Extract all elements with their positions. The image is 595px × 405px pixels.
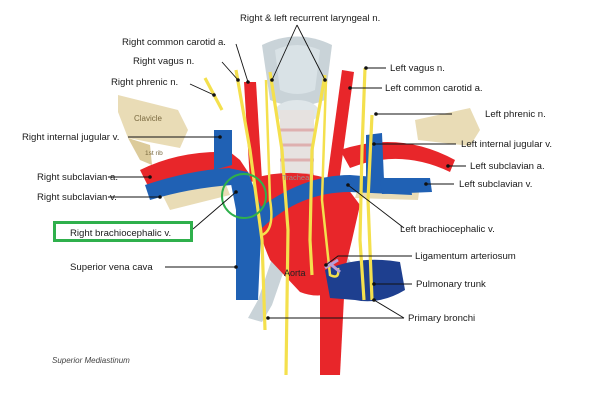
right-phrenic-label: Right phrenic n. <box>111 77 179 88</box>
first-rib-label: 1st rib <box>145 150 163 157</box>
aorta-label: Aorta <box>284 268 306 278</box>
right-clavicle <box>118 95 188 165</box>
nerves <box>203 67 374 376</box>
left-common-carotid-label: Left common carotid a. <box>385 83 483 94</box>
left-internal-jugular-label: Left internal jugular v. <box>461 139 553 150</box>
right-subclavian-a-label: Right subclavian a. <box>37 172 119 183</box>
right-internal-jugular-label: Right internal jugular v. <box>22 132 120 143</box>
right-brachiocephalic-box: Right brachiocephalic v. <box>53 221 193 242</box>
right-subclavian-v-label: Right subclavian v. <box>37 192 117 203</box>
highlight-circle <box>221 173 267 219</box>
trachea-label: Trachea <box>282 173 310 182</box>
clavicle-label: Clavicle <box>134 114 163 123</box>
right-vagus-label: Right vagus n. <box>133 56 195 67</box>
left-subclavian-a-label: Left subclavian a. <box>470 161 545 172</box>
left-subclavian-v-label: Left subclavian v. <box>459 179 533 190</box>
left-vagus-label: Left vagus n. <box>390 63 445 74</box>
leader-dots <box>148 66 450 320</box>
ligamentum-arteriosum-label: Ligamentum arteriosum <box>415 251 516 262</box>
ligamentum-arteriosum <box>324 258 341 274</box>
right-common-carotid-label: Right common carotid a. <box>122 37 226 48</box>
primary-bronchi-label: Primary bronchi <box>408 313 476 324</box>
leader-lines <box>108 24 466 319</box>
left-brachiocephalic-label: Left brachiocephalic v. <box>400 224 495 235</box>
pulmonary-trunk-label: Pulmonary trunk <box>416 279 486 290</box>
left-phrenic-label: Left phrenic n. <box>485 109 546 120</box>
recurrent-laryngeal-label: Right & left recurrent laryngeal n. <box>240 13 381 24</box>
superior-vena-cava-label: Superior vena cava <box>70 262 153 273</box>
right-brachiocephalic-label: Right brachiocephalic v. <box>70 228 172 239</box>
figure-caption: Superior Mediastinum <box>52 356 130 365</box>
